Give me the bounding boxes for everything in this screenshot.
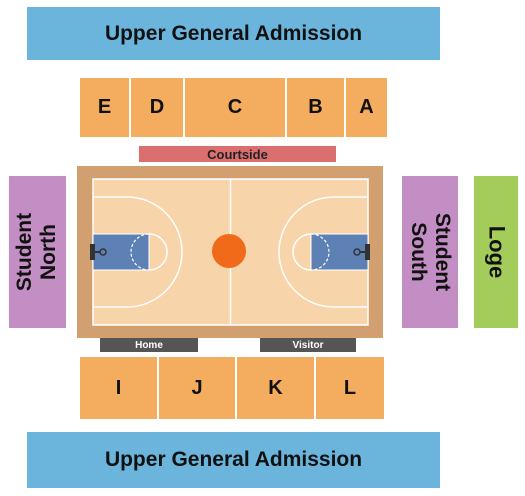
section-i[interactable]: I (80, 357, 157, 419)
section-label: E (97, 96, 112, 118)
section-label: J (191, 376, 203, 399)
section-label: Upper General Admission (104, 448, 363, 471)
section-student-north[interactable]: Student North (9, 176, 66, 328)
section-label-group: Student South (406, 213, 454, 291)
section-courtside[interactable]: Courtside (139, 146, 336, 162)
section-label-line: North (37, 224, 61, 280)
paint-right (310, 233, 369, 271)
section-label-line: Student (13, 212, 37, 292)
section-upper-ga-top[interactable]: Upper General Admission (27, 7, 440, 60)
section-label: C (227, 96, 243, 118)
basketball-icon (212, 234, 246, 268)
section-label: Courtside (207, 146, 268, 162)
section-k[interactable]: K (237, 357, 314, 419)
paint-left (92, 233, 150, 271)
section-home-bench[interactable]: Home (100, 338, 198, 352)
section-b[interactable]: B (287, 78, 344, 137)
three-point-line-right (278, 196, 368, 308)
free-throw-arc-right-dashed (310, 233, 330, 271)
section-label: D (149, 96, 165, 118)
section-label-group: Student North (14, 213, 62, 291)
section-label: Visitor (292, 339, 324, 351)
section-visitor-bench[interactable]: Visitor (260, 338, 356, 352)
section-label: Loge (484, 225, 509, 279)
free-throw-arc-right (292, 233, 312, 271)
section-label: L (343, 376, 357, 399)
free-throw-arc-left (148, 233, 168, 271)
basketball-court (77, 166, 383, 338)
section-label-line: Student (431, 212, 454, 292)
section-label-line: South (407, 222, 430, 282)
section-e[interactable]: E (80, 78, 129, 137)
section-label: I (115, 376, 122, 399)
section-label: Home (135, 339, 163, 351)
three-point-line-left (93, 196, 183, 308)
section-d[interactable]: D (131, 78, 183, 137)
section-label: Upper General Admission (104, 21, 363, 45)
section-upper-ga-bottom[interactable]: Upper General Admission (27, 432, 440, 488)
section-c[interactable]: C (185, 78, 285, 137)
section-label: K (268, 376, 283, 399)
section-student-south[interactable]: Student South (402, 176, 458, 328)
section-j[interactable]: J (159, 357, 235, 419)
basketball-hoop-icon (90, 244, 107, 260)
free-throw-arc-left-dashed (130, 233, 150, 271)
section-loge[interactable]: Loge (474, 176, 518, 328)
section-a[interactable]: A (346, 78, 387, 137)
section-l[interactable]: L (316, 357, 384, 419)
section-label: A (359, 96, 374, 118)
basketball-hoop-icon (353, 244, 370, 260)
section-label: B (308, 96, 323, 118)
